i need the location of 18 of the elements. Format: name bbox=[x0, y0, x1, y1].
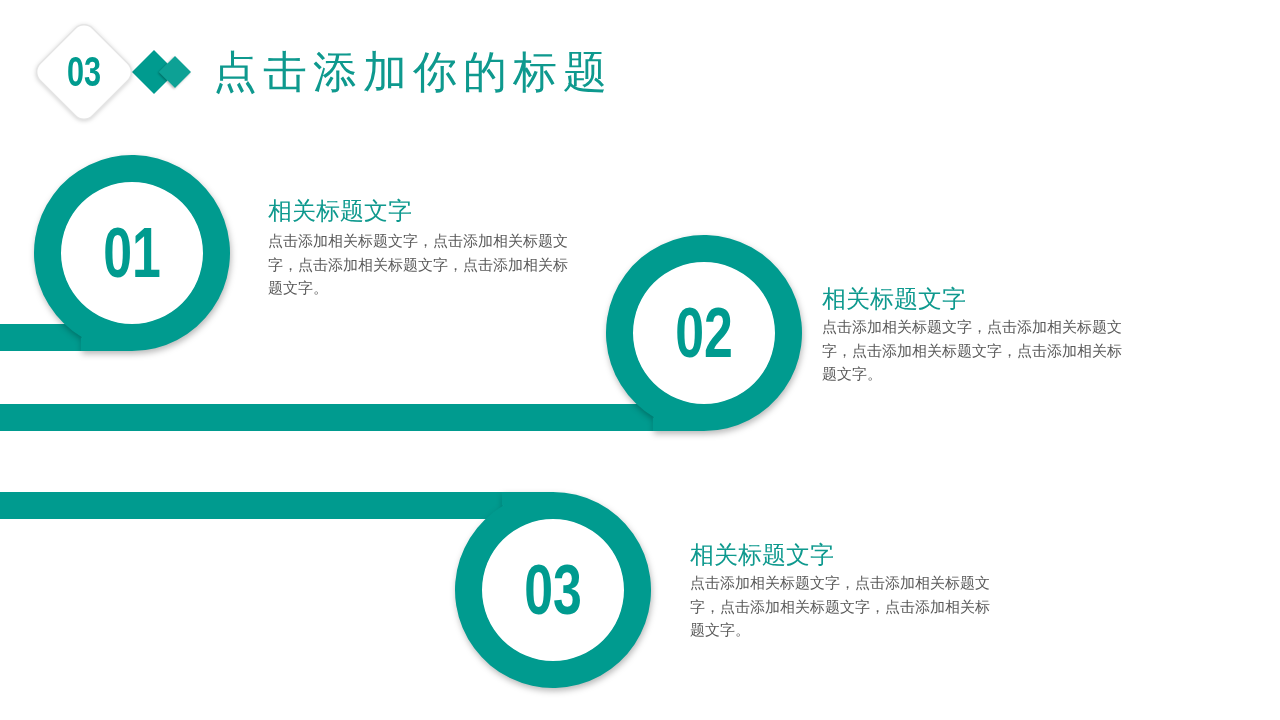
step-heading: 相关标题文字 bbox=[268, 197, 412, 226]
step-ring bbox=[34, 155, 230, 351]
step-description: 点击添加相关标题文字，点击添加相关标题文字，点击添加相关标题文字，点击添加相关标题文字。 bbox=[822, 317, 1123, 385]
connector-band bbox=[0, 324, 83, 351]
section-number: 03 bbox=[66, 51, 102, 93]
connector-band bbox=[0, 404, 655, 431]
step-number: 02 bbox=[675, 298, 733, 368]
step-ring bbox=[455, 492, 651, 688]
step-description: 点击添加相关标题文字，点击添加相关标题文字，点击添加相关标题文字，点击添加相关标题文字。 bbox=[690, 573, 991, 641]
slide-title: 点击添加你的标题 bbox=[213, 45, 613, 99]
section-badge bbox=[35, 23, 133, 121]
step-heading: 相关标题文字 bbox=[690, 541, 834, 570]
step-heading: 相关标题文字 bbox=[822, 285, 966, 314]
connector-band bbox=[0, 492, 504, 519]
step-description: 点击添加相关标题文字，点击添加相关标题文字，点击添加相关标题文字，点击添加相关标题文字。 bbox=[268, 231, 569, 299]
step-number: 01 bbox=[103, 218, 161, 288]
step-ring bbox=[606, 235, 802, 431]
step-number: 03 bbox=[524, 555, 582, 625]
